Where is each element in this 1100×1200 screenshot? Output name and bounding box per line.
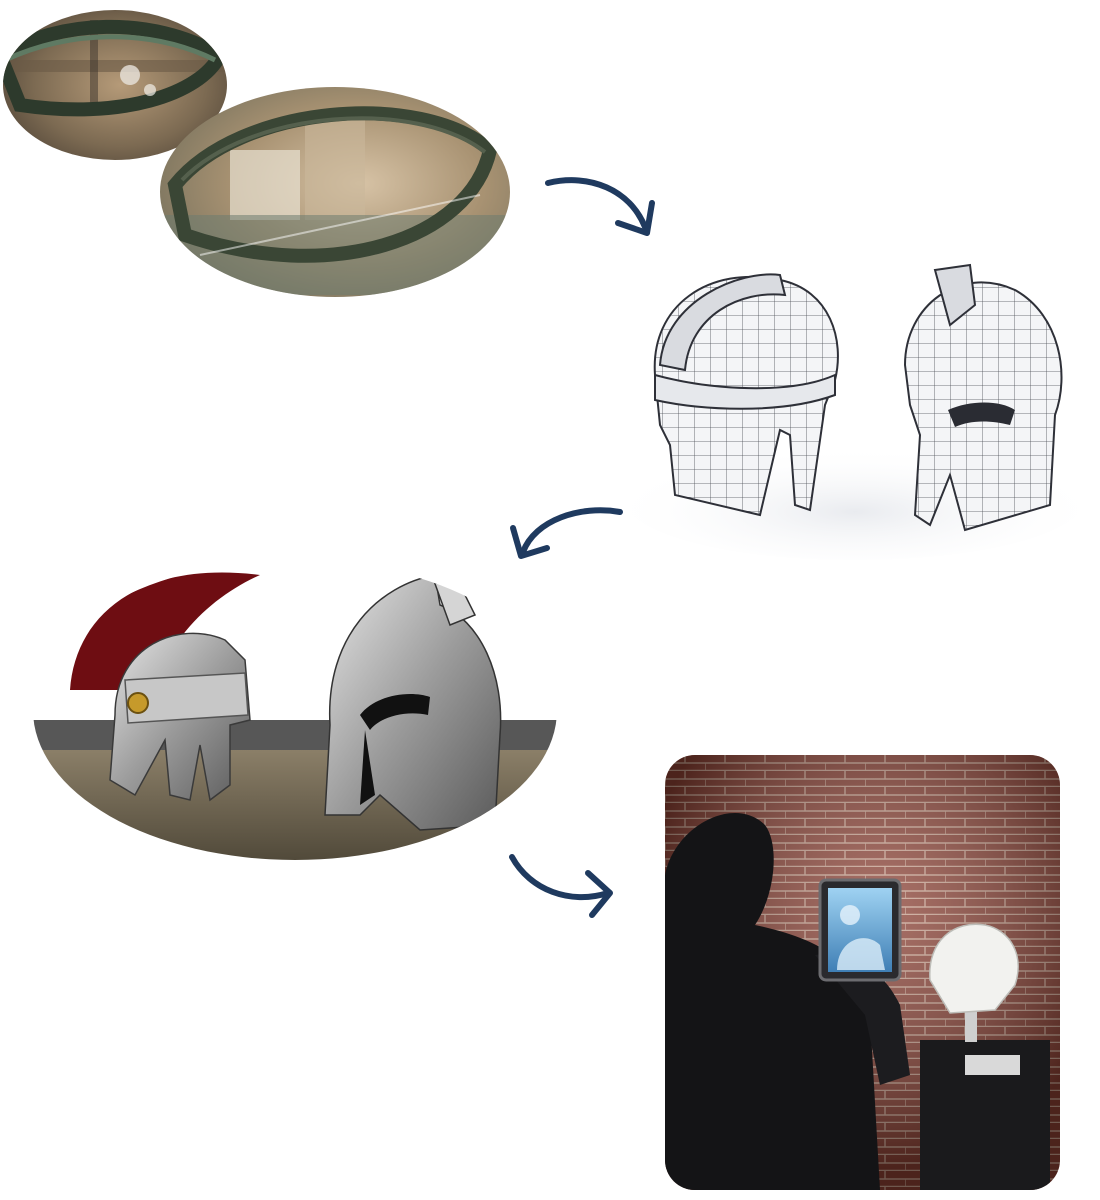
curved-arrow-icon bbox=[509, 854, 613, 918]
excavated-helmet-photos bbox=[0, 0, 520, 305]
augmented-reality-museum-view bbox=[665, 755, 1060, 1190]
textured-helmet-render bbox=[30, 525, 560, 865]
red-crest bbox=[70, 572, 260, 690]
gold-boss bbox=[127, 692, 149, 714]
arrow-wireframe-to-render bbox=[505, 500, 630, 570]
arrow-render-to-ar bbox=[500, 845, 625, 925]
wireframe-helmet-models bbox=[630, 245, 1080, 560]
curved-arrow-icon bbox=[510, 507, 623, 559]
curved-arrow-icon bbox=[545, 177, 655, 236]
pedestal-label-plate bbox=[965, 1055, 1020, 1075]
helmet-sculpture bbox=[929, 923, 1019, 1014]
wireframe-helmet-right bbox=[903, 263, 1063, 532]
visitor-silhouette bbox=[665, 813, 880, 1190]
arrow-excavation-to-wireframe bbox=[540, 165, 660, 245]
wireframe-helmet-left bbox=[653, 273, 839, 517]
